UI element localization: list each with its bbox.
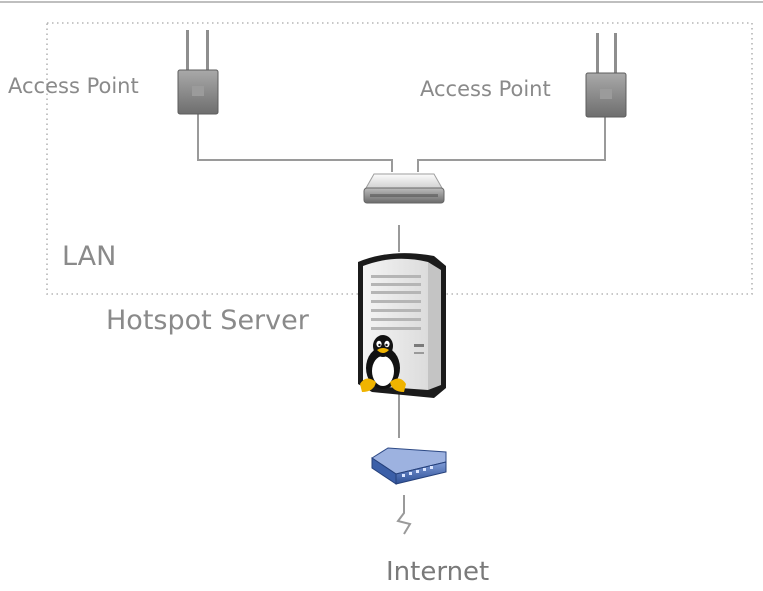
access-point-label-right: Access Point bbox=[420, 77, 551, 101]
lan-label: LAN bbox=[62, 241, 117, 272]
hotspot-server-label: Hotspot Server bbox=[106, 305, 309, 336]
network-switch-icon bbox=[363, 173, 445, 204]
link-ap-right-switch bbox=[417, 116, 606, 172]
wireless-access-point-icon bbox=[585, 33, 627, 118]
link-ap-left-switch bbox=[197, 113, 393, 172]
wireless-access-point-icon bbox=[177, 30, 219, 115]
linux-tux-icon bbox=[360, 335, 406, 392]
access-point-label-left: Access Point bbox=[8, 74, 139, 98]
connections bbox=[197, 113, 606, 535]
internet-label: Internet bbox=[386, 557, 490, 587]
dsl-modem-icon bbox=[371, 447, 447, 485]
lightning-link-icon bbox=[396, 495, 412, 535]
lan-boundary bbox=[46, 22, 753, 295]
